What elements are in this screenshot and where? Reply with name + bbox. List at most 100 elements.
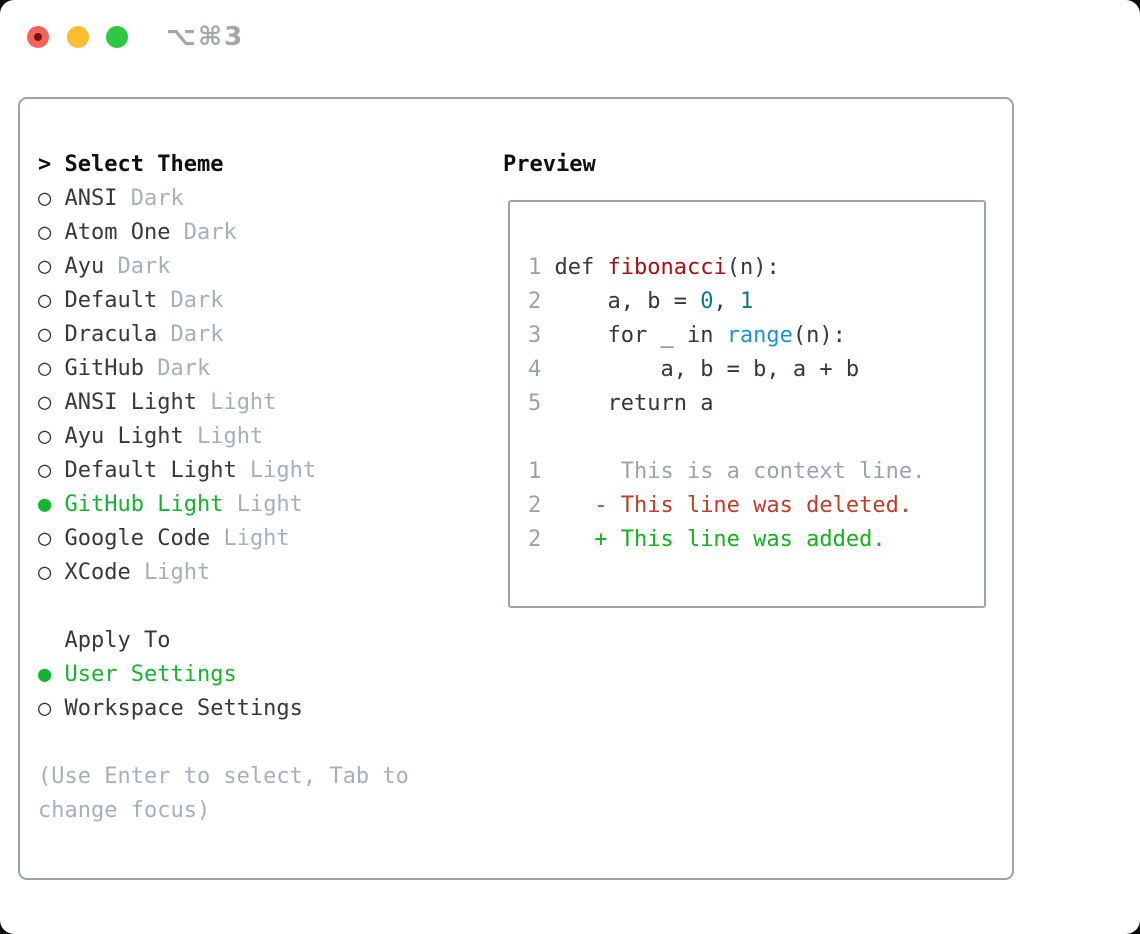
apply-option-label: Workspace Settings	[64, 696, 303, 721]
line-number: 1	[528, 255, 542, 280]
code-token: - This line was deleted.	[541, 493, 913, 518]
theme-variant-label: Dark	[143, 356, 211, 381]
theme-variant-label: Dark	[157, 322, 224, 347]
theme-variant-label: Light	[130, 560, 211, 585]
select-theme-label: Select Theme	[64, 152, 224, 177]
code-line: 2 - This line was deleted.	[528, 489, 984, 523]
theme-variant-label: Light	[223, 492, 303, 517]
theme-option[interactable]: ○ Ayu Light Light	[38, 420, 409, 454]
theme-variant-label: Light	[236, 458, 317, 483]
radio-icon: ●	[38, 662, 65, 687]
theme-variant-label: Light	[196, 390, 277, 415]
theme-variant-label: Dark	[157, 288, 224, 313]
minimize-button[interactable]	[67, 26, 89, 48]
code-line: 5 return a	[528, 387, 984, 421]
code-token: 1	[739, 289, 754, 314]
theme-name: Default Light	[64, 458, 237, 483]
line-number: 4	[528, 357, 542, 382]
theme-option[interactable]: ○ Dracula Dark	[38, 318, 409, 352]
line-number: 3	[528, 323, 542, 348]
code-token: (n):	[726, 255, 780, 280]
code-token: fibonacci	[607, 255, 727, 280]
radio-icon: ●	[38, 492, 65, 517]
code-token: ,	[713, 289, 740, 314]
theme-option[interactable]: ○ GitHub Dark	[38, 352, 409, 386]
theme-option[interactable]: ○ ANSI Light Light	[38, 386, 409, 420]
apply-to-label: Apply To	[38, 628, 171, 653]
theme-option[interactable]: ○ ANSI Dark	[38, 182, 409, 216]
theme-name: XCode	[64, 560, 131, 585]
line-number: 1	[528, 459, 542, 484]
theme-option[interactable]: ○ Default Dark	[38, 284, 409, 318]
window-title: ⌥⌘3	[166, 22, 245, 52]
cursor-icon: >	[38, 152, 65, 177]
theme-option[interactable]: ● GitHub Light Light	[38, 488, 409, 522]
apply-to-option[interactable]: ○ Workspace Settings	[38, 692, 409, 726]
theme-option[interactable]: ○ XCode Light	[38, 556, 409, 590]
close-dot-icon	[34, 33, 42, 41]
code-token: a, b =	[541, 289, 701, 314]
close-button[interactable]	[27, 26, 49, 48]
theme-picker-panel: > Select Theme○ ANSI Dark○ Atom One Dark…	[18, 97, 1014, 880]
code-token: return a	[541, 391, 714, 416]
theme-name: ANSI	[64, 186, 118, 211]
radio-icon: ○	[38, 526, 65, 551]
code-token: + This line was added.	[541, 527, 886, 552]
apply-to-option[interactable]: ● User Settings	[38, 658, 409, 692]
theme-option[interactable]: ○ Atom One Dark	[38, 216, 409, 250]
line-number: 2	[528, 289, 542, 314]
radio-icon: ○	[38, 186, 65, 211]
theme-variant-label: Dark	[117, 186, 184, 211]
theme-option[interactable]: ○ Default Light Light	[38, 454, 409, 488]
apply-option-label: User Settings	[64, 662, 237, 687]
code-token: This is a context line.	[541, 459, 926, 484]
theme-variant-label: Light	[183, 424, 264, 449]
line-number: 2	[528, 527, 542, 552]
theme-name: Default	[64, 288, 158, 313]
theme-variant-label: Dark	[170, 220, 237, 245]
theme-name: Dracula	[64, 322, 158, 347]
radio-icon: ○	[38, 322, 65, 347]
spacer-row	[38, 726, 409, 760]
theme-option[interactable]: ○ Google Code Light	[38, 522, 409, 556]
code-token: def	[541, 255, 608, 280]
preview-heading: Preview	[503, 152, 596, 177]
theme-variant-label: Light	[210, 526, 290, 551]
code-line: 2 + This line was added.	[528, 523, 984, 557]
code-token: a, b = b, a + b	[541, 357, 860, 382]
theme-name: Google Code	[64, 526, 211, 551]
code-token: range	[726, 323, 793, 348]
radio-icon: ○	[38, 696, 65, 721]
theme-option[interactable]: ○ Ayu Dark	[38, 250, 409, 284]
theme-variant-label: Dark	[104, 254, 171, 279]
theme-name: GitHub Light	[64, 492, 224, 517]
radio-icon: ○	[38, 458, 65, 483]
code-token: for _ in	[541, 323, 727, 348]
radio-icon: ○	[38, 390, 65, 415]
hint-text: (Use Enter to select, Tab to	[38, 764, 409, 789]
radio-icon: ○	[38, 254, 65, 279]
radio-icon: ○	[38, 220, 65, 245]
hint-text: change focus)	[38, 798, 211, 823]
radio-icon: ○	[38, 560, 65, 585]
keyboard-hint: (Use Enter to select, Tab to	[38, 760, 409, 794]
theme-name: Atom One	[64, 220, 171, 245]
radio-icon: ○	[38, 288, 65, 313]
code-token: (n):	[792, 323, 846, 348]
theme-list: > Select Theme○ ANSI Dark○ Atom One Dark…	[38, 148, 409, 828]
code-line	[528, 421, 984, 455]
code-line: 3 for _ in range(n):	[528, 319, 984, 353]
radio-icon: ○	[38, 424, 65, 449]
titlebar: ⌥⌘3	[0, 0, 1140, 74]
spacer-row	[38, 590, 409, 624]
code-line: 1 This is a context line.	[528, 455, 984, 489]
code-token: 0	[700, 289, 714, 314]
theme-name: ANSI Light	[64, 390, 197, 415]
code-line: 4 a, b = b, a + b	[528, 353, 984, 387]
zoom-button[interactable]	[106, 26, 128, 48]
theme-name: GitHub	[64, 356, 144, 381]
radio-icon: ○	[38, 356, 65, 381]
code-line: 2 a, b = 0, 1	[528, 285, 984, 319]
select-theme-header: > Select Theme	[38, 148, 409, 182]
